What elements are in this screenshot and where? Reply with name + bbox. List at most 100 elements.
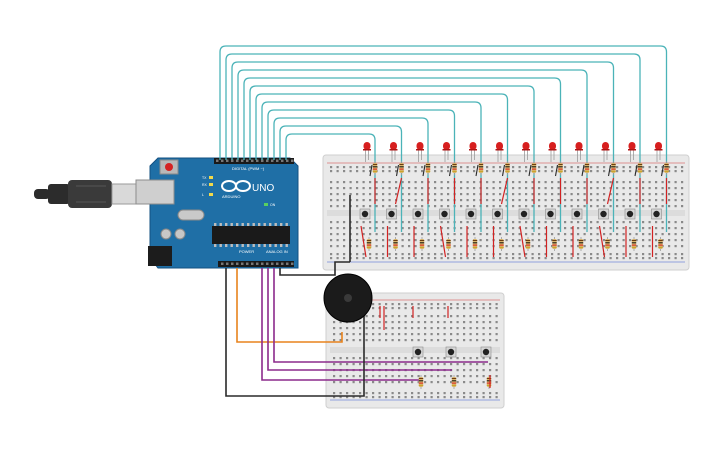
resistor-body xyxy=(531,163,537,173)
breadboard-hole xyxy=(330,187,333,190)
breadboard-hole xyxy=(609,170,612,173)
breadboard-hole xyxy=(499,205,502,208)
arduino-uno-board[interactable]: UNO ARDUINO DIGITAL (PWM ~) POWER ANALOG… xyxy=(135,157,299,269)
breadboard-hole xyxy=(398,392,401,395)
push-button[interactable] xyxy=(359,208,371,220)
breadboard-hole xyxy=(388,245,391,248)
push-button-cap[interactable] xyxy=(494,210,501,218)
breadboard-hole xyxy=(437,392,440,395)
push-button-cap[interactable] xyxy=(441,210,448,218)
breadboard-hole xyxy=(359,392,362,395)
push-button-cap[interactable] xyxy=(547,210,554,218)
breadboard-hole xyxy=(674,187,677,190)
push-button-cap[interactable] xyxy=(520,210,528,218)
breadboard-hole xyxy=(564,239,567,242)
breadboard-hole xyxy=(596,166,599,169)
breadboard-hole xyxy=(544,170,547,173)
breadboard-hole xyxy=(382,253,385,256)
push-button[interactable] xyxy=(651,208,662,220)
push-button-cap[interactable] xyxy=(482,348,490,356)
push-button[interactable] xyxy=(412,208,424,220)
breadboard-hole xyxy=(463,315,466,318)
breadboard-hole xyxy=(460,239,463,242)
breadboard-hole xyxy=(544,193,547,196)
push-button-cap[interactable] xyxy=(653,210,660,218)
led-body xyxy=(549,142,556,150)
breadboard-hole xyxy=(473,205,476,208)
breadboard-hole xyxy=(421,227,424,230)
push-button[interactable] xyxy=(439,208,450,220)
push-button-cap[interactable] xyxy=(388,210,395,218)
breadboard-hole xyxy=(557,193,560,196)
breadboard-hole xyxy=(411,363,414,366)
header-pin xyxy=(266,262,269,265)
push-button-cap[interactable] xyxy=(626,210,634,218)
breadboard-hole xyxy=(456,381,459,384)
breadboard-hole xyxy=(486,253,489,256)
resistor-body xyxy=(425,163,431,173)
resistor-body xyxy=(664,163,669,173)
breadboard-hole xyxy=(401,245,404,248)
breadboard-hole xyxy=(417,321,420,324)
breadboard-hole xyxy=(583,245,586,248)
buzzer[interactable] xyxy=(323,273,373,323)
push-button[interactable] xyxy=(412,346,424,358)
push-button[interactable] xyxy=(624,208,636,220)
header-pin xyxy=(291,159,294,162)
breadboard-hole xyxy=(674,233,677,236)
breadboard-hole xyxy=(359,327,362,330)
breadboard-hole xyxy=(531,239,534,242)
push-button[interactable] xyxy=(480,346,492,358)
push-button-cap[interactable] xyxy=(600,210,607,218)
breadboard-hole xyxy=(489,396,492,399)
push-button-cap[interactable] xyxy=(447,348,455,356)
breadboard-hole xyxy=(430,392,433,395)
push-button-cap[interactable] xyxy=(467,210,475,218)
breadboard-hole xyxy=(622,257,625,260)
breadboard-hole xyxy=(456,357,459,360)
push-button[interactable] xyxy=(518,208,530,220)
resistor-band xyxy=(605,244,610,246)
push-button[interactable] xyxy=(545,208,556,220)
breadboard-hole xyxy=(590,170,593,173)
breadboard-hole xyxy=(417,303,420,306)
breadboard-hole xyxy=(681,166,684,169)
resistor-band xyxy=(486,378,492,379)
push-button-cap[interactable] xyxy=(414,210,422,218)
breadboard-hole xyxy=(388,257,391,260)
breadboard-hole xyxy=(362,193,365,196)
push-button[interactable] xyxy=(598,208,609,220)
push-button[interactable] xyxy=(571,208,583,220)
breadboard-hole xyxy=(391,315,394,318)
breadboard-hole xyxy=(421,257,424,260)
breadboard-hole xyxy=(372,339,375,342)
breadboard-hole xyxy=(395,257,398,260)
resistor-band xyxy=(419,244,425,246)
resistor-band xyxy=(472,242,478,244)
breadboard-hole xyxy=(388,227,391,230)
breadboard-hole xyxy=(336,166,339,169)
push-button[interactable] xyxy=(465,208,477,220)
breadboard-hole xyxy=(476,303,479,306)
resistor-band xyxy=(525,244,531,246)
push-button[interactable] xyxy=(492,208,503,220)
breadboard-hole xyxy=(343,193,346,196)
push-button[interactable] xyxy=(445,346,457,358)
breadboard-hole xyxy=(495,315,498,318)
push-button-cap[interactable] xyxy=(361,210,369,218)
breadboard-hole xyxy=(375,227,378,230)
breadboard-hole xyxy=(622,166,625,169)
breadboard-hole xyxy=(551,257,554,260)
breadboard-hole xyxy=(544,257,547,260)
breadboard-hole xyxy=(365,357,368,360)
reset-button[interactable] xyxy=(165,163,173,171)
resistor-band xyxy=(631,240,637,241)
breadboard-hole xyxy=(590,193,593,196)
black-wire xyxy=(369,164,373,177)
chip-pin xyxy=(269,223,272,226)
led-body xyxy=(469,142,477,150)
push-button[interactable] xyxy=(386,208,397,220)
push-button-cap[interactable] xyxy=(414,348,422,356)
breadboard-hole xyxy=(440,166,443,169)
push-button-cap[interactable] xyxy=(573,210,581,218)
